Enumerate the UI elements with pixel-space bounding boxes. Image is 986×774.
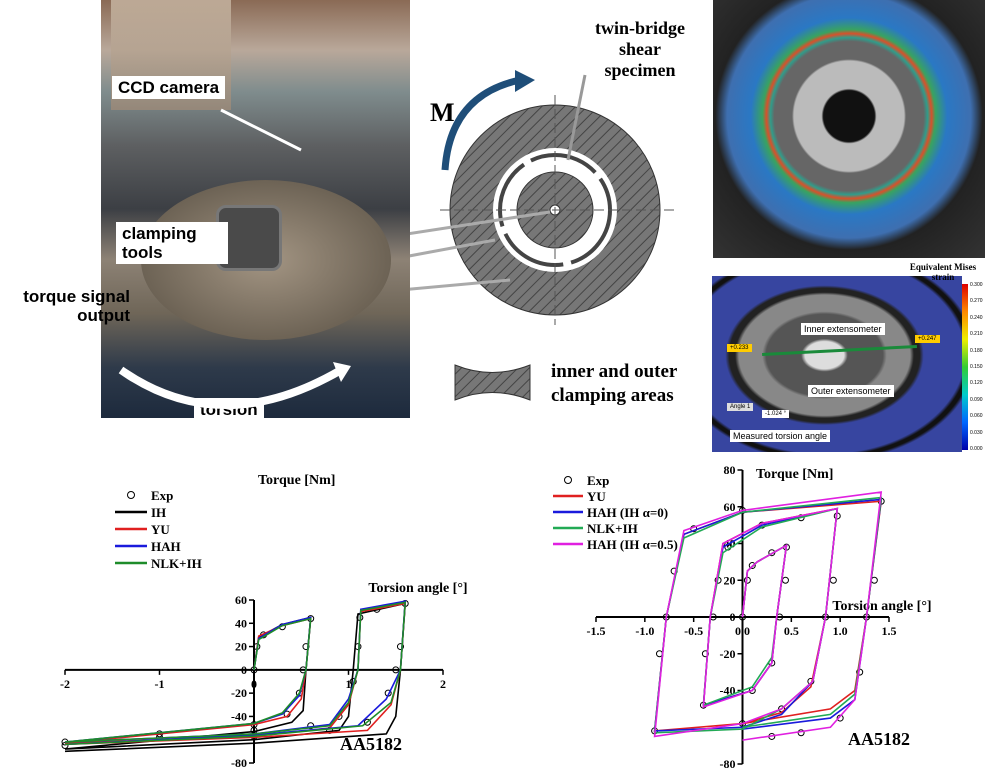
moment-label: M <box>430 98 455 127</box>
legend-label: NLK+IH <box>151 556 202 571</box>
y-tick-label: 60 <box>235 593 247 607</box>
right-strain-value: +0.247 <box>915 335 940 343</box>
left-strain-value: +0.233 <box>727 344 752 352</box>
y-tick-label: 20 <box>724 573 736 587</box>
extensometer-line <box>762 344 917 357</box>
legend-label: NLK+IH <box>587 521 638 536</box>
colorbar-title: Equivalent Mises strain <box>909 262 977 282</box>
moment-arrow <box>441 76 521 171</box>
exp-data-point <box>396 643 404 651</box>
colorbar-tick: 0.240 <box>970 314 983 321</box>
y-tick-label: 40 <box>235 616 247 630</box>
legend-marker-exp <box>564 476 572 484</box>
y-tick-label: 0 <box>241 663 247 677</box>
x-tick-label: 2 <box>440 677 446 691</box>
exp-data-point <box>701 650 709 658</box>
dic-extensometer-photo <box>712 276 962 452</box>
y-axis-label: Torque [Nm] <box>258 473 335 488</box>
test-setup-photo <box>101 0 410 418</box>
pointer-2 <box>410 238 496 258</box>
y-tick-label: 0 <box>730 610 736 624</box>
outer-extensometer-label: Outer extensometer <box>808 385 894 397</box>
colorbar-tick: 0.090 <box>970 396 983 403</box>
exp-data-point <box>363 718 371 726</box>
legend-label: Exp <box>587 473 609 488</box>
legend-label: HAH <box>151 539 181 554</box>
pointer-line <box>220 108 302 152</box>
pointer-1 <box>410 210 551 236</box>
y-tick-label: -40 <box>231 709 247 723</box>
x-axis-label: Torsion angle [°] <box>368 581 467 596</box>
colorbar-tick: 0.180 <box>970 347 983 354</box>
strain-colorbar <box>962 284 968 450</box>
y-tick-label: 80 <box>724 463 736 477</box>
measured-angle-label: Measured torsion angle <box>730 430 831 442</box>
moment-arrow-head <box>515 70 535 92</box>
legend-label: YU <box>587 489 606 504</box>
legend-label: IH <box>151 505 166 520</box>
colorbar-tick: 0.150 <box>970 363 983 370</box>
x-tick-label: -1.0 <box>635 624 654 638</box>
angle-name: Angle 1 <box>727 403 754 411</box>
y-tick-label: -20 <box>231 686 247 700</box>
legend-marker-exp <box>127 491 135 499</box>
x-tick-label: -1 <box>155 677 165 691</box>
x-axis-label: Torsion angle [°] <box>832 599 931 614</box>
torque-signal-label: torque signal output <box>23 287 130 325</box>
x-tick-label: 1.5 <box>882 624 897 638</box>
y-tick-label: -20 <box>720 647 736 661</box>
exp-data-point <box>829 576 837 584</box>
colorbar-ticks: 0.300 0.270 0.240 0.210 0.180 0.150 0.120 0.090… <box>970 282 983 452</box>
legend-label: Exp <box>151 488 173 503</box>
x-tick-label: 1.0 <box>833 624 848 638</box>
x-tick-label: 1 <box>346 677 352 691</box>
colorbar-tick: 0.210 <box>970 331 983 338</box>
exp-data-point <box>781 576 789 584</box>
colorbar-tick: 0.270 <box>970 298 983 305</box>
x-tick-label: -1.5 <box>587 624 606 638</box>
x-tick-label: 0.5 <box>784 624 799 638</box>
chart-1: -2 -1 0 1 2 -80 -40 -20 0 20 40 60 Torsion angle [°]… <box>60 473 468 770</box>
legend-label: HAH (IH α=0) <box>587 505 668 520</box>
clamping-tools-label: clamping tools <box>116 222 228 264</box>
setup-arrows <box>118 108 351 409</box>
specimen-label: twin-bridge shear specimen <box>595 18 685 80</box>
inner-extensometer-label: Inner extensometer <box>801 323 885 335</box>
colorbar-tick: 0.060 <box>970 413 983 420</box>
specimen-diagram <box>410 70 675 401</box>
y-tick-label: 60 <box>724 500 736 514</box>
x-tick-label: -2 <box>60 677 70 691</box>
series-line <box>653 491 883 741</box>
x-tick-label: 0.0 <box>735 624 750 638</box>
legend-label: HAH (IH α=0.5) <box>587 537 678 552</box>
series-line <box>64 601 407 746</box>
clamping-areas-legend: inner and outer clamping areas <box>551 361 677 406</box>
chart-title: AA5182 <box>848 729 910 749</box>
colorbar-tick: 0.000 <box>970 445 983 452</box>
x-tick-label: -0.5 <box>684 624 703 638</box>
y-tick-label: 20 <box>235 640 247 654</box>
exp-data-point <box>748 562 756 570</box>
y-tick-label: -80 <box>231 756 247 770</box>
colorbar-tick: 0.300 <box>970 282 983 288</box>
ccd-camera-label: CCD camera <box>112 76 226 99</box>
colorbar-tick: 0.120 <box>970 380 983 387</box>
dic-strain-photo <box>713 0 985 258</box>
exp-data-point <box>392 666 400 674</box>
pointer-3 <box>410 278 511 291</box>
torsion-arrow <box>118 366 344 409</box>
exp-data-point <box>302 643 310 651</box>
colorbar-tick: 0.030 <box>970 429 983 436</box>
legend-hatch-swatch <box>454 364 531 401</box>
torsion-arrow-head <box>333 362 351 382</box>
y-axis-label: Torque [Nm] <box>756 467 833 482</box>
x-tick-label: 0 <box>251 677 257 691</box>
specimen-pointer <box>566 74 587 161</box>
legend-label: YU <box>151 522 170 537</box>
angle-value: -1.024 ° <box>762 410 790 418</box>
y-tick-label: -80 <box>720 757 736 771</box>
chart-title: AA5182 <box>340 734 402 754</box>
